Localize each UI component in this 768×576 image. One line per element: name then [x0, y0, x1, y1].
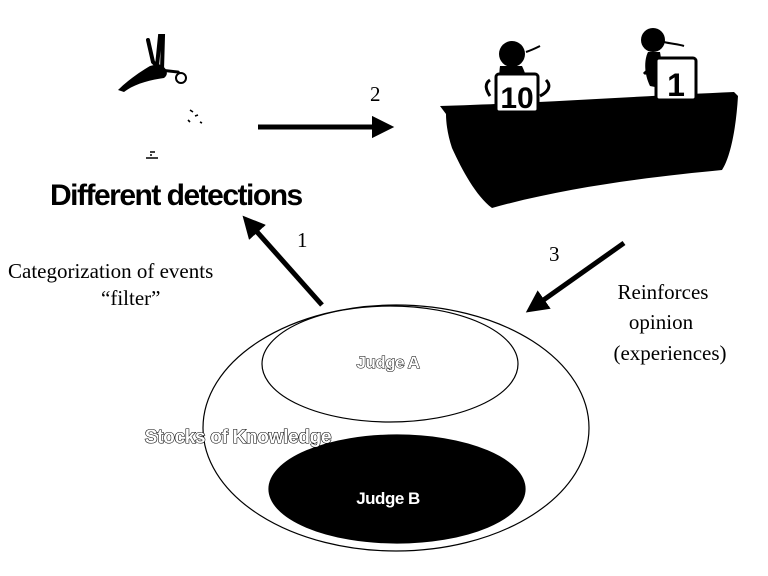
- different-detections-label: Different detections: [50, 179, 303, 212]
- score-card-10: 10: [500, 82, 533, 115]
- filter-label: “filter”: [101, 286, 160, 310]
- arrow-3-label: 3: [549, 242, 560, 266]
- judge-left-icon: 10: [484, 41, 551, 115]
- arrow-1: [242, 215, 324, 307]
- diver-figure-icon: [118, 34, 203, 159]
- judge-right-icon: 1: [641, 28, 698, 103]
- judge-b-ellipse: [268, 434, 526, 544]
- arrow-2-label: 2: [370, 82, 381, 106]
- experiences-label: (experiences): [613, 341, 726, 365]
- judge-a-label: Judge A: [357, 353, 420, 372]
- judge-b-label: Judge B: [356, 489, 420, 508]
- judges-table-icon: 10 1: [440, 28, 738, 208]
- stocks-of-knowledge-ellipse: [202, 304, 590, 552]
- score-card-1: 1: [667, 67, 685, 103]
- categorization-label: Categorization of events: [8, 259, 213, 283]
- opinion-label: opinion: [629, 310, 694, 334]
- stocks-of-knowledge-label: Stocks of Knowledge: [145, 427, 331, 448]
- arrow-3: [525, 240, 626, 313]
- arrow-1-label: 1: [297, 228, 308, 252]
- judge-a-ellipse: [261, 305, 519, 423]
- reinforces-label: Reinforces: [618, 280, 709, 304]
